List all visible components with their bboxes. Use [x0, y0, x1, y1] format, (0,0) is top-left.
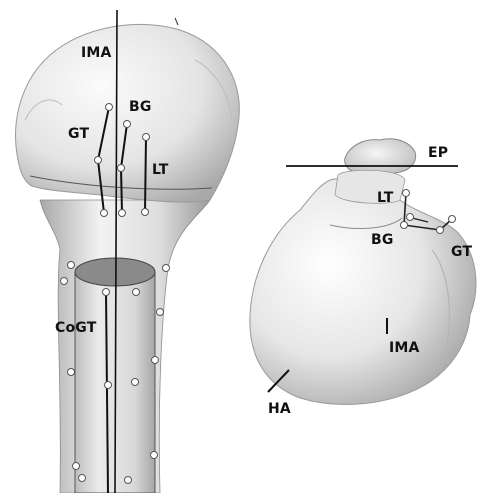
marker [152, 357, 159, 364]
label-lt-right: LT [377, 191, 394, 205]
marker [163, 265, 170, 272]
label-lt-left: LT [152, 163, 169, 177]
marker [118, 165, 125, 172]
marker [437, 227, 444, 234]
marker [125, 477, 132, 484]
marker [61, 278, 68, 285]
marker [73, 463, 80, 470]
marker [95, 157, 102, 164]
humeral-head [16, 24, 240, 202]
label-gt-right: GT [451, 245, 472, 259]
marker [119, 210, 126, 217]
marker [151, 452, 158, 459]
epicondyle-profile [345, 139, 416, 175]
left-humerus-view [16, 10, 240, 493]
humeral-head-superior [250, 178, 476, 405]
marker [105, 382, 112, 389]
marker [403, 190, 410, 197]
bg-groove-line-lower [121, 168, 122, 213]
label-cogt: CoGT [55, 321, 97, 335]
marker [401, 222, 408, 229]
marker [68, 369, 75, 376]
marker [132, 379, 139, 386]
label-gt-left: GT [68, 127, 89, 141]
marker [407, 214, 414, 221]
marker [68, 262, 75, 269]
lt-groove-line [145, 137, 146, 212]
marker [106, 104, 113, 111]
marker [79, 475, 86, 482]
label-ha: HA [268, 402, 291, 416]
marker [143, 134, 150, 141]
label-ima-left: IMA [81, 46, 112, 60]
marker [124, 121, 131, 128]
marker [103, 289, 110, 296]
cylinder-top-face [75, 258, 155, 286]
label-bg-right: BG [371, 233, 394, 247]
label-ima-right: IMA [389, 341, 420, 355]
marker [101, 210, 108, 217]
marker [142, 209, 149, 216]
right-humerus-view [250, 139, 476, 405]
label-ep: EP [428, 146, 448, 160]
marker [449, 216, 456, 223]
label-bg-left: BG [129, 100, 152, 114]
marker [133, 289, 140, 296]
marker [157, 309, 164, 316]
